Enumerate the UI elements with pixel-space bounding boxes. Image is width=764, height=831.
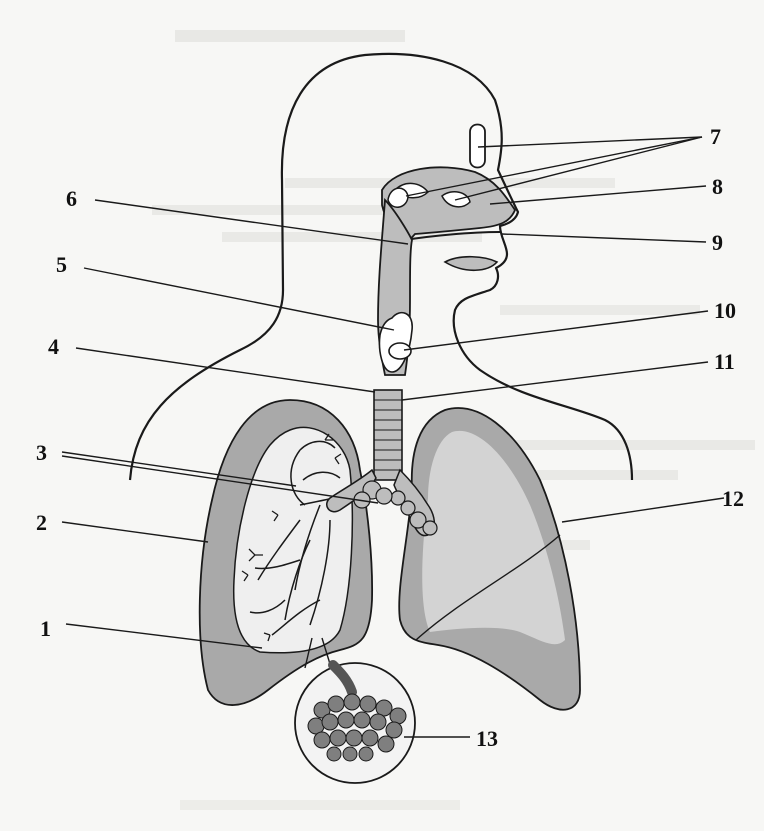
inset-connector-right [321, 637, 331, 665]
leader-2 [61, 521, 209, 543]
lung-left-inner [422, 430, 565, 645]
lung-left [398, 407, 581, 711]
leader-lines [61, 136, 725, 738]
body-outline [128, 52, 634, 481]
bronchiole-duct [328, 660, 357, 697]
bronchi [326, 468, 438, 537]
inset-connector-left [304, 637, 313, 669]
label-12: 12 [722, 486, 744, 511]
leader-8 [489, 185, 707, 205]
label-9: 9 [712, 230, 723, 255]
label-4: 4 [48, 334, 59, 359]
label-8: 8 [712, 174, 723, 199]
larynx [388, 342, 412, 360]
trachea-rings [374, 399, 402, 471]
leader-3b [61, 455, 379, 504]
leader-11 [401, 361, 709, 401]
lung-left-fissure [415, 534, 561, 641]
leader-3a [61, 451, 297, 487]
bronchial-tree [249, 440, 373, 636]
label-13: 13 [476, 726, 498, 751]
label-2: 2 [36, 510, 47, 535]
alveoli-inset [294, 637, 416, 784]
oral-cavity-tongue [443, 255, 499, 272]
leader-9 [501, 233, 707, 243]
alveoli-cluster [307, 693, 407, 762]
leader-4 [75, 347, 376, 393]
leader-7c [405, 136, 703, 197]
leader-5 [83, 267, 395, 331]
lung-right [198, 399, 374, 706]
leader-7a [477, 136, 703, 148]
nasal-structures [381, 123, 517, 272]
bronchiole-tips [241, 433, 342, 642]
label-6: 6 [66, 186, 77, 211]
label-1: 1 [40, 616, 51, 641]
frontal-sinus [469, 123, 486, 169]
leader-1 [65, 623, 263, 649]
leader-7b [454, 136, 703, 201]
label-11: 11 [714, 349, 735, 374]
hard-palate [404, 231, 501, 241]
trachea [373, 389, 403, 481]
label-3: 3 [36, 440, 47, 465]
leader-12 [561, 497, 725, 523]
number-labels: 1 2 3 4 5 6 7 8 9 10 11 12 13 [36, 124, 744, 751]
label-7: 7 [710, 124, 721, 149]
lung-right-cutaway [232, 426, 354, 654]
label-5: 5 [56, 252, 67, 277]
leader-10 [403, 310, 709, 351]
label-10: 10 [714, 298, 736, 323]
bronchus-left-lobules [390, 490, 438, 536]
leader-6 [94, 199, 409, 245]
